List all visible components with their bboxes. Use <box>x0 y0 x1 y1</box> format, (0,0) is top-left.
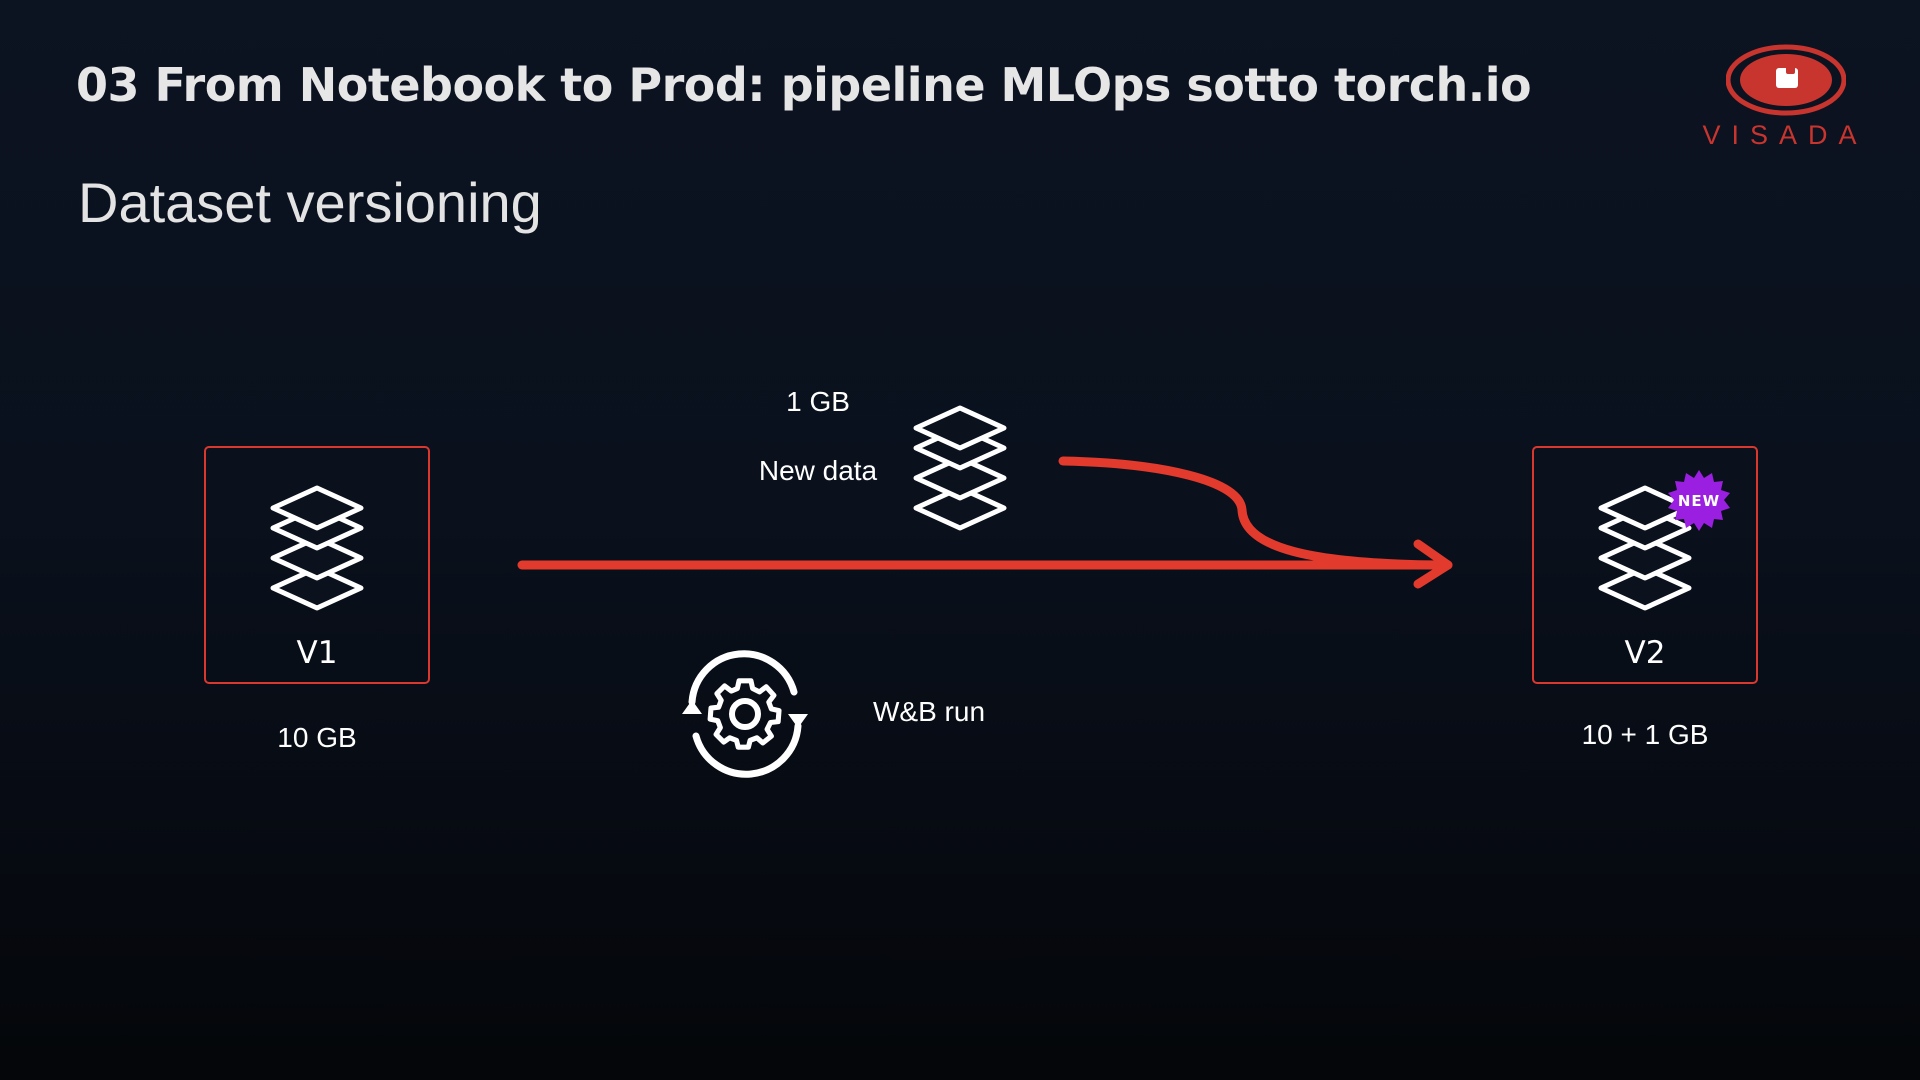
dataset-v1-size: 10 GB <box>277 722 357 753</box>
arrow-head-icon <box>1413 539 1453 589</box>
new-data-size: 1 GB <box>786 386 850 417</box>
logo-wordmark: VISADA <box>1702 120 1868 150</box>
visada-logo: VISADA <box>1700 40 1870 155</box>
gear-refresh-icon <box>682 650 808 778</box>
new-badge: NEW <box>1666 468 1732 534</box>
dataset-v1-box[interactable]: V1 <box>204 446 430 684</box>
wandb-run-label: W&B run <box>873 696 986 727</box>
starburst-badge-icon <box>1668 470 1730 531</box>
slide-title: 03 From Notebook to Prod: pipeline MLOps… <box>76 58 1532 112</box>
visada-logo-mark <box>1726 44 1846 116</box>
new-data-layers-icon <box>913 405 1007 531</box>
dataset-v2-size: 10 + 1 GB <box>1581 719 1709 750</box>
new-badge-label: NEW <box>1677 492 1721 510</box>
slide-subtitle: Dataset versioning <box>78 171 542 234</box>
layers-stack-icon <box>1598 485 1692 611</box>
new-data-label: New data <box>758 455 878 486</box>
layers-stack-icon <box>270 485 364 611</box>
dataset-v2-box[interactable]: NEW V2 <box>1532 446 1758 684</box>
merge-flow-arrow-curve <box>1058 456 1447 570</box>
dataset-v2-label: V2 <box>1624 635 1666 671</box>
dataset-v1-label: V1 <box>296 635 338 671</box>
